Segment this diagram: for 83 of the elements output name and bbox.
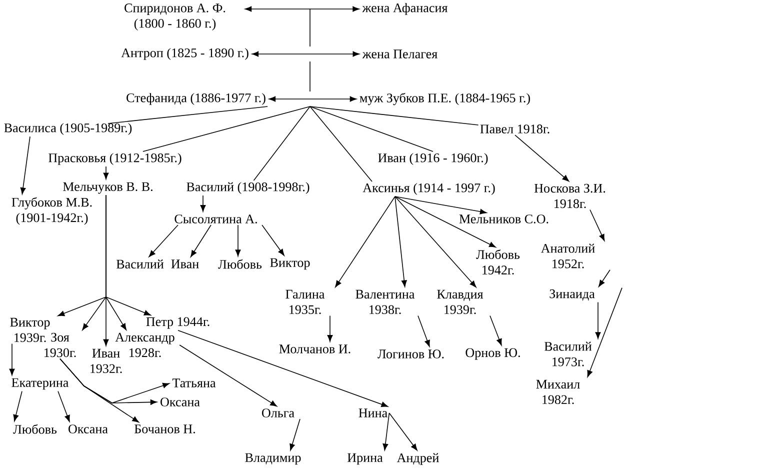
name-label: Галина 1935г.	[286, 290, 325, 314]
name-label: Бочанов Н.	[134, 424, 195, 434]
arrow	[394, 196, 407, 288]
name-label: Нина	[358, 408, 388, 418]
arrow	[13, 390, 22, 422]
arrow	[598, 270, 610, 287]
arrow	[9, 343, 15, 376]
arrow	[262, 224, 284, 256]
name-label: жена Пелагея	[362, 50, 438, 58]
name-label: Иван	[171, 260, 199, 268]
name-label: Иван 1932г.	[90, 348, 122, 374]
name-label: Оксана	[68, 424, 108, 434]
name-label: Михаил 1982г.	[536, 380, 580, 404]
name-label: Иван (1916 - 1960г.)	[378, 153, 488, 165]
arrow	[148, 224, 178, 258]
arrow	[327, 315, 333, 342]
connector-line	[253, 106, 310, 181]
arrow	[179, 344, 277, 407]
double-arrow	[268, 96, 357, 102]
name-label: жена Афанасия	[362, 3, 448, 15]
arrow	[20, 136, 30, 194]
name-label: Виктор	[270, 258, 310, 270]
name-label: Оксана	[160, 398, 200, 406]
name-label: Любовь 1942г.	[476, 250, 520, 274]
name-label: Мельчуков В. В.	[63, 182, 152, 194]
arrow	[335, 196, 396, 288]
name-label: Валентина 1938г.	[356, 290, 415, 314]
name-label: Антроп (1825 - 1890 г.)	[121, 48, 248, 60]
arrow	[590, 209, 605, 242]
name-label: Носкова З.И. 1918г.	[534, 184, 606, 208]
connector-line	[310, 106, 372, 182]
arrow	[106, 194, 151, 316]
arrow	[290, 418, 300, 451]
arrow	[418, 315, 430, 347]
name-label: Василий (1908-1998г.)	[186, 182, 310, 194]
connector-line	[142, 106, 310, 152]
arrow	[200, 195, 206, 212]
arrow	[58, 390, 70, 422]
name-label: Сысолятина А.	[174, 214, 257, 224]
name-label: Василиса (1905-1989г.)	[4, 123, 132, 135]
name-label: Татьяна	[172, 378, 216, 388]
arrow	[394, 196, 496, 248]
name-label: Прасковья (1912-1985г.)	[48, 153, 182, 165]
double-arrow	[244, 6, 360, 12]
arrow	[394, 196, 476, 288]
arrow	[388, 412, 418, 451]
name-label: Василий 1973г.	[544, 342, 592, 366]
name-label: Василий	[116, 259, 164, 269]
arrow	[587, 287, 622, 378]
name-label: Любовь	[218, 259, 262, 269]
arrow	[514, 134, 570, 182]
name-label: Логинов Ю.	[378, 350, 444, 358]
name-label: Зинаида	[550, 289, 595, 301]
name-label: Стефанида (1886-1977 г.)	[126, 93, 266, 105]
name-label: Павел 1918г.	[480, 124, 550, 134]
name-label: Клавдия 1939г.	[437, 290, 484, 314]
name-label: Мельников С.О.	[459, 214, 548, 224]
arrow	[190, 224, 212, 258]
name-label: Ирина	[348, 453, 383, 465]
name-label: Орнов Ю.	[466, 348, 520, 360]
connector-line	[108, 106, 268, 124]
arrow	[103, 166, 109, 180]
name-label: Глубоков М.В. (1901-1942г.)	[12, 197, 92, 225]
connector-line	[310, 106, 434, 152]
arrow	[235, 224, 241, 256]
name-label: Екатерина	[12, 378, 69, 390]
name-label: Аксинья (1914 - 1997 г.)	[362, 183, 495, 195]
arrow	[394, 196, 487, 214]
arrow	[595, 302, 601, 339]
name-label: Анатолий 1952г.	[540, 244, 595, 268]
arrow	[382, 412, 390, 450]
arrow	[490, 315, 502, 346]
name-label: Любовь	[13, 424, 57, 434]
name-label: муж Зубков П.Е. (1884-1965 г.)	[360, 92, 530, 106]
name-label: Владимир	[245, 453, 301, 465]
connector-line	[310, 106, 479, 126]
name-label: Ольга	[262, 408, 294, 418]
name-label: Спиридонов А. Ф. (1800 - 1860 г.)	[124, 4, 226, 30]
name-label: Петр 1944г.	[146, 317, 210, 329]
double-arrow	[252, 51, 360, 57]
name-label: Андрей	[396, 453, 439, 465]
arrow	[178, 330, 388, 408]
name-label: Молчанов И.	[279, 344, 350, 354]
